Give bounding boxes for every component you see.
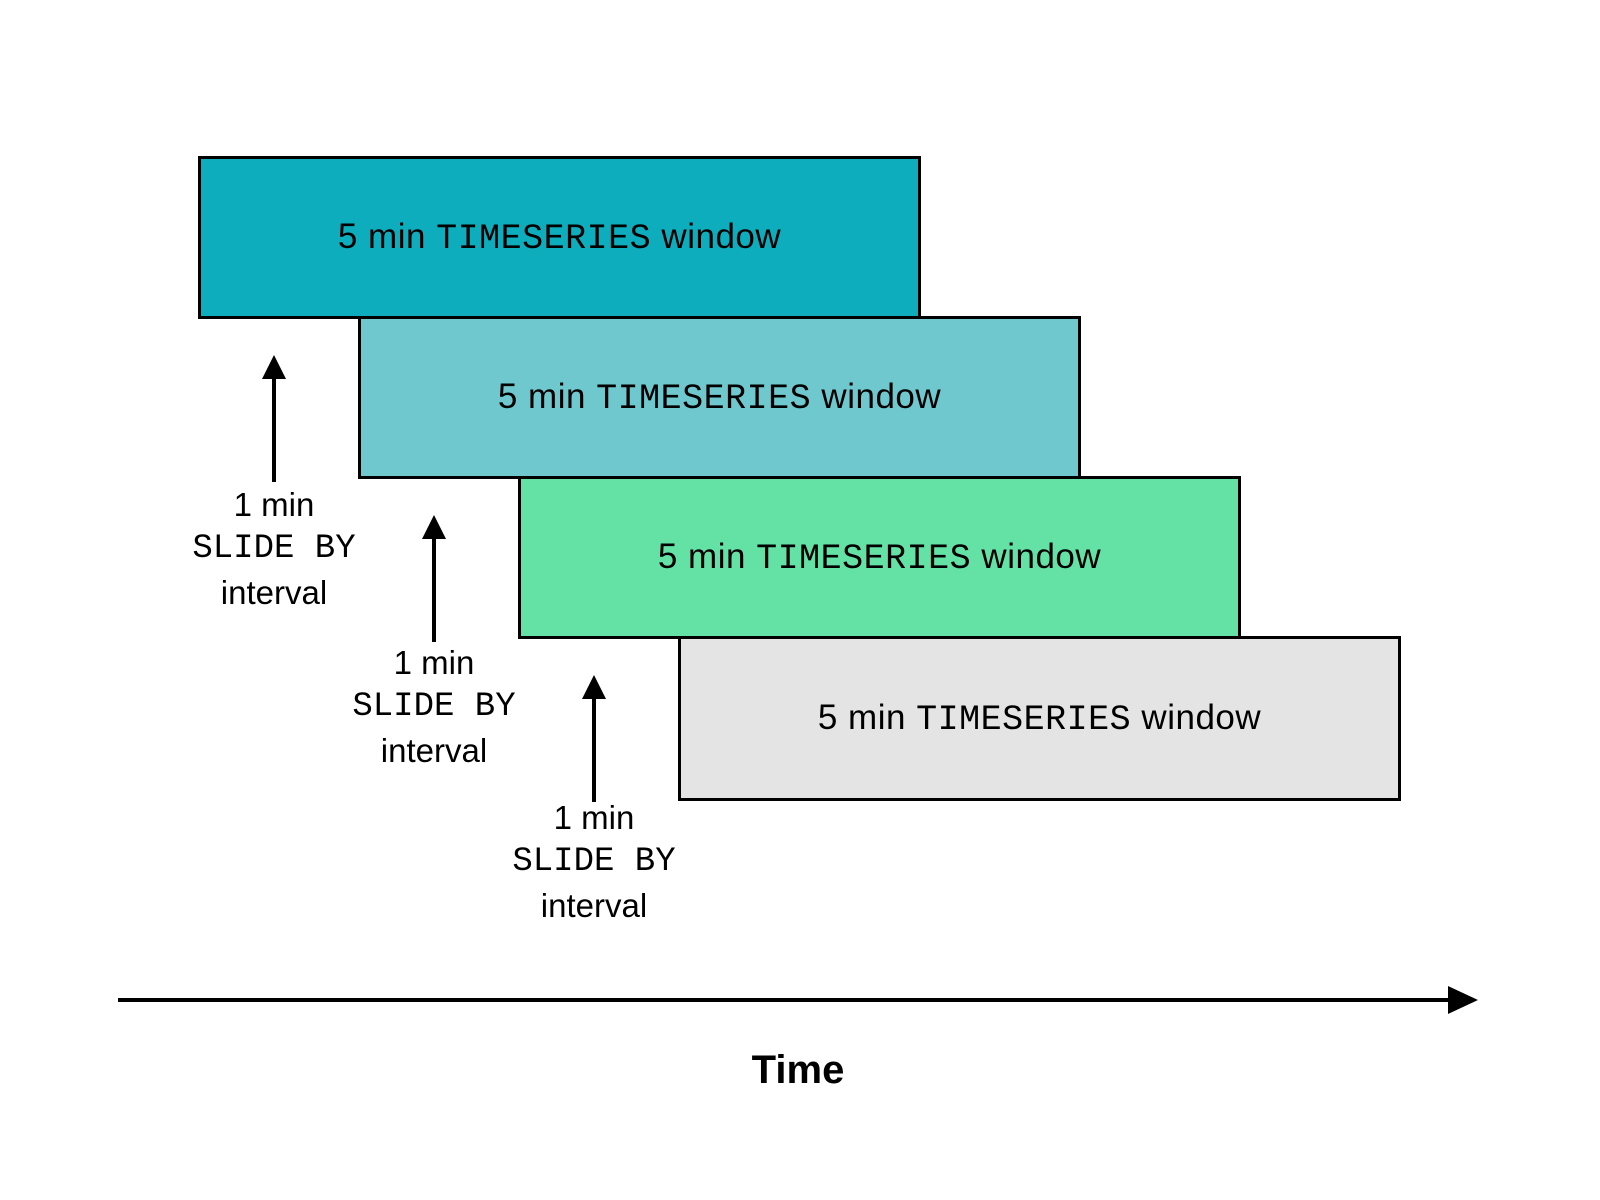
up-arrow-shaft	[592, 699, 596, 802]
interval-label: interval	[380, 732, 488, 769]
timeseries-window-1: 5 min TIMESERIES window	[198, 156, 921, 319]
time-axis-label: Time	[751, 1048, 845, 1092]
window-label-code: TIMESERIES	[596, 378, 812, 419]
slide-by-annotation-3: 1 min SLIDE BY interval	[434, 796, 754, 928]
up-arrow-icon	[421, 515, 447, 642]
window-label-suffix: window	[811, 376, 942, 416]
timeseries-window-2: 5 min TIMESERIES window	[358, 316, 1081, 479]
window-label-suffix: window	[1131, 697, 1262, 737]
up-arrow-head	[422, 515, 446, 539]
slide-by-label: SLIDE BY	[192, 530, 356, 568]
interval-label: interval	[220, 574, 328, 611]
window-label-code: TIMESERIES	[756, 538, 972, 579]
window-label: 5 min TIMESERIES window	[818, 698, 1261, 740]
slide-by-annotation-2: 1 min SLIDE BY interval	[274, 641, 594, 773]
window-label-code: TIMESERIES	[436, 218, 652, 259]
slide-duration-label: 1 min	[233, 486, 315, 523]
up-arrow-shaft	[272, 379, 276, 482]
interval-label: interval	[540, 887, 648, 924]
timeseries-window-4: 5 min TIMESERIES window	[678, 636, 1401, 801]
up-arrow-head	[262, 355, 286, 379]
window-label: 5 min TIMESERIES window	[338, 217, 781, 259]
slide-by-label: SLIDE BY	[512, 843, 676, 881]
up-arrow-icon	[261, 355, 287, 482]
window-label-suffix: window	[971, 536, 1102, 576]
window-label: 5 min TIMESERIES window	[498, 377, 941, 419]
time-axis-line	[118, 998, 1450, 1002]
window-label-prefix: 5 min	[497, 376, 597, 416]
window-label-code: TIMESERIES	[916, 699, 1132, 740]
slide-duration-label: 1 min	[393, 644, 475, 681]
timeseries-window-3: 5 min TIMESERIES window	[518, 476, 1241, 639]
window-label-prefix: 5 min	[657, 536, 757, 576]
slide-by-annotation-1: 1 min SLIDE BY interval	[114, 483, 434, 615]
right-arrow-icon	[1448, 986, 1478, 1014]
window-label-suffix: window	[651, 216, 782, 256]
window-label: 5 min TIMESERIES window	[658, 537, 1101, 579]
up-arrow-shaft	[432, 539, 436, 642]
up-arrow-head	[582, 675, 606, 699]
window-label-prefix: 5 min	[337, 216, 437, 256]
slide-duration-label: 1 min	[553, 799, 635, 836]
up-arrow-icon	[581, 675, 607, 802]
slide-by-label: SLIDE BY	[352, 688, 516, 726]
window-label-prefix: 5 min	[817, 697, 917, 737]
